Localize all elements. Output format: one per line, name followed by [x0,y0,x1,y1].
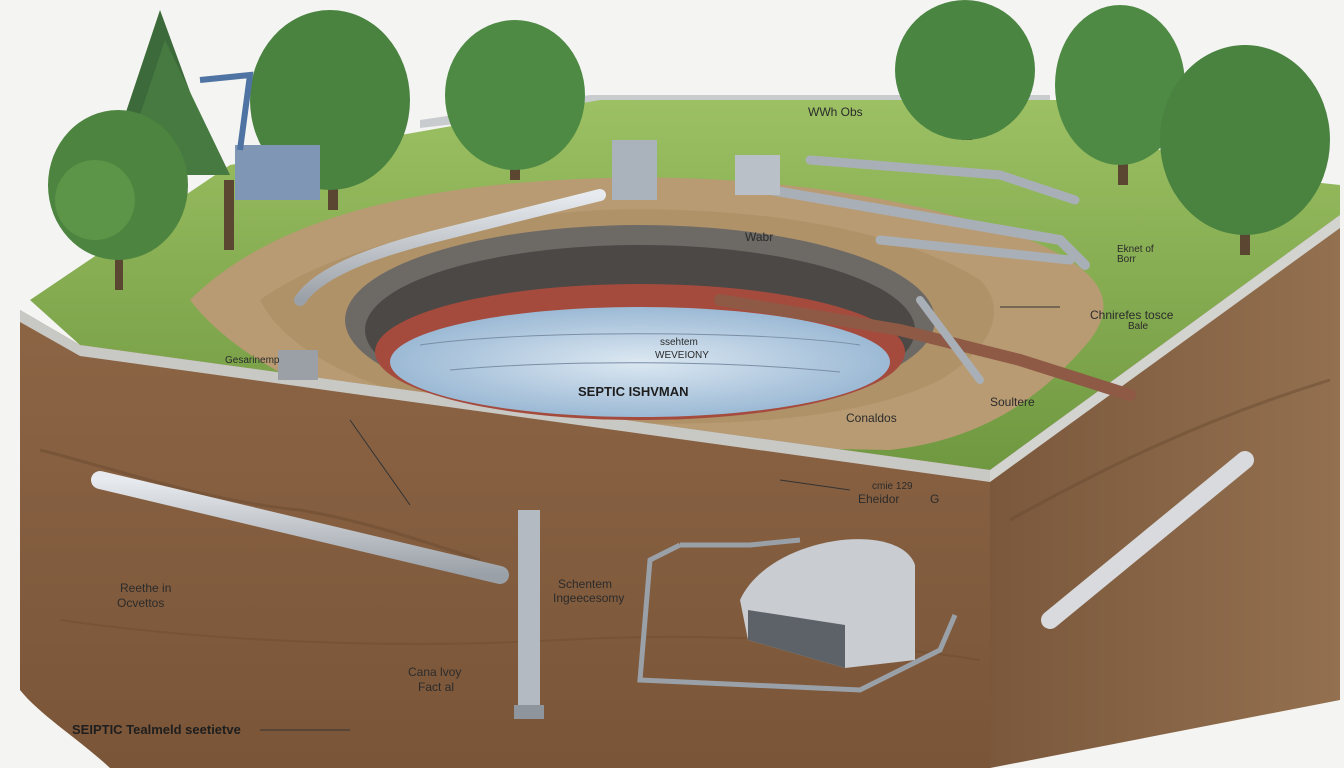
label-side-1-line2: Borr [1117,254,1136,265]
label-middle-line1: Schentem [558,578,612,591]
label-front-right-line1: cmie 129 [872,481,913,492]
label-front-right-line2: Eheidor [858,493,899,506]
label-side-2-line2: Bale [1128,321,1148,332]
label-conaldos: Conaldos [846,412,897,425]
label-middle-line2: Ingeecesomy [553,592,624,605]
label-lower-line1: Cana lvoy [408,666,461,679]
label-front-left-line1: Reethe in [120,582,171,595]
label-tank-line2: WEVEIONY [655,350,709,361]
label-front-right-suffix: G [930,493,939,506]
label-tank-line1: ssehtem [660,337,698,348]
label-ring: Wabr [745,231,773,244]
label-soultere: Soultere [990,396,1035,409]
tree-right-1 [895,0,1035,140]
label-front-left-line2: Ocvettos [117,597,164,610]
label-tank-main: SEPTIC ISHVMAN [578,385,689,398]
label-top-right-sign: WWh Obs [808,106,863,119]
label-lower-line2: Fact al [418,681,454,694]
label-bottom-caption: SEIPTIC Tealmeld seetietve [72,723,241,736]
label-small-left-tag: Gesarinemp [225,355,279,366]
